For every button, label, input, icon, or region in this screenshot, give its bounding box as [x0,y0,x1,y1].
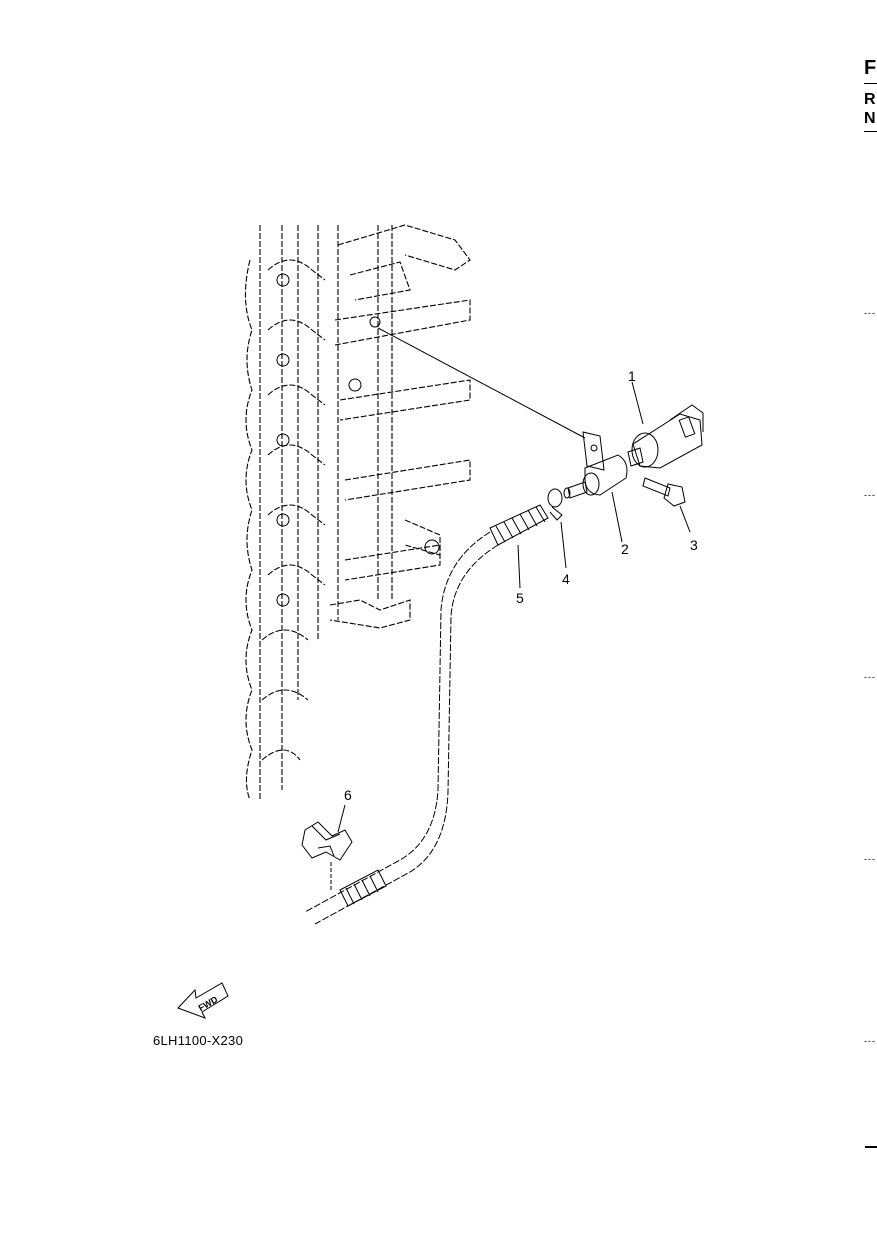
bolt-hole [348,378,362,392]
part-3-bolt [642,477,691,533]
edge-tick: --- [864,490,876,500]
bolt-hole [369,316,381,328]
part-5-hose [304,504,549,925]
bolt-hole [276,433,290,447]
bolt-hole [276,513,290,527]
header-rule [864,131,877,132]
diagram-code: 6LH1100-X230 [153,1033,244,1048]
callout-3: 3 [690,537,698,553]
leader-1 [631,381,644,425]
leader-3 [679,505,691,533]
fwd-arrow-icon [177,982,229,1019]
leader-line [377,327,586,439]
edge-tick: --- [864,308,876,318]
engine-block [244,224,471,801]
edge-tick: --- [864,1036,876,1046]
callout-2: 2 [621,541,629,557]
bolt-hole [276,593,290,607]
header-letter-r: R [864,91,876,108]
header-letter-f: F [864,57,877,79]
leader-4 [560,521,567,569]
edge-tick: --- [864,672,876,682]
header-rule [864,83,877,84]
bolt-hole [276,353,290,367]
callout-6: 6 [344,787,352,803]
bolt-hole [424,539,440,555]
edge-tick: --- [864,854,876,864]
callout-5: 5 [516,590,524,606]
leader-2 [611,491,623,543]
part-2-joint [563,431,628,543]
leader-5 [517,544,521,589]
fwd-label: FWD [197,994,220,1013]
part-6-holder [301,804,353,890]
part-1-sensor [627,381,704,469]
callout-1: 1 [628,368,636,384]
leader-6 [337,804,346,833]
bolt-hole [276,273,290,287]
part-4-clamp [547,488,567,569]
edge-bar [865,1146,877,1148]
callout-4: 4 [562,571,570,587]
header-letter-n: N [864,110,876,127]
